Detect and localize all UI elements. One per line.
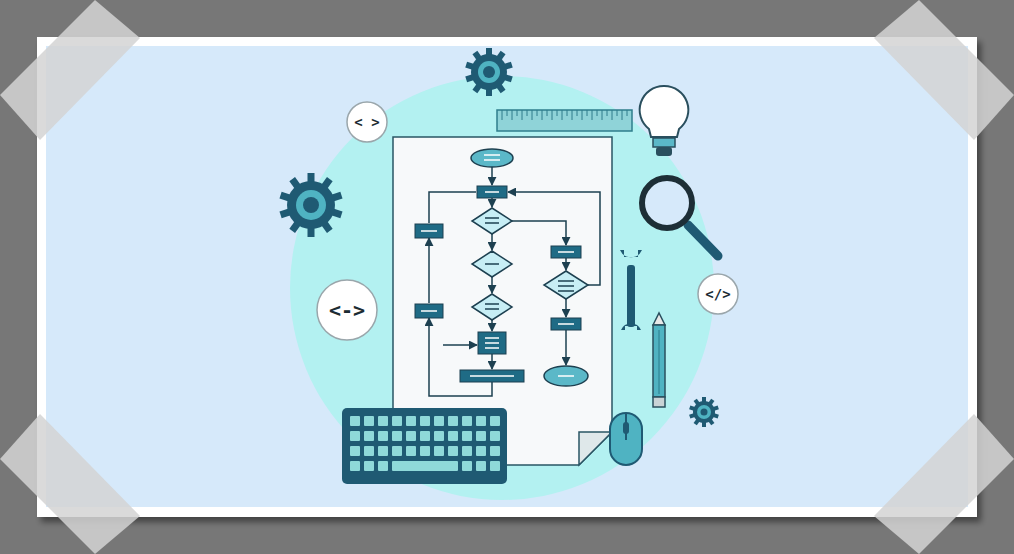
magnifying-glass [642, 178, 718, 256]
pencil [653, 313, 665, 407]
light-bulb [640, 86, 689, 156]
gear-top [465, 48, 513, 96]
code-symbol-badge: < > [346, 101, 388, 143]
wrench [620, 250, 642, 330]
ruler [497, 110, 632, 131]
backdrop-circle [290, 76, 714, 500]
code-symbol: < > [354, 115, 379, 129]
code-symbol-badge: </> [697, 273, 739, 315]
code-symbol: <-> [329, 300, 365, 320]
photo-frame [37, 37, 977, 517]
mouse [610, 413, 642, 465]
keyboard [342, 408, 507, 484]
gear-large [279, 173, 342, 237]
gear-small [689, 397, 719, 427]
flowchart-lines [429, 167, 600, 396]
background [46, 46, 968, 507]
code-symbol: </> [705, 287, 730, 301]
flowchart-shapes [415, 149, 588, 386]
code-symbol-badge: <-> [316, 279, 378, 341]
